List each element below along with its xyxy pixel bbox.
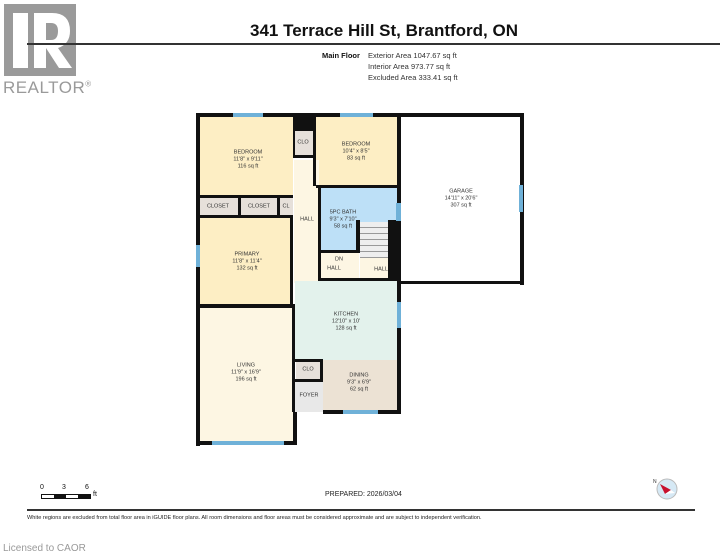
room-closet-2 [241, 198, 277, 215]
label-hall-3: HALL [374, 266, 388, 273]
window [212, 441, 284, 445]
realtor-wordmark: REALTOR® [3, 78, 92, 97]
scale-bar: 0 3 6 ft [40, 484, 110, 504]
label-cl: CL [282, 203, 290, 210]
room-closet-1 [200, 198, 238, 215]
window [233, 113, 263, 117]
window [340, 113, 373, 117]
license-text: Licensed to CAOR [3, 543, 86, 554]
excluded-area: Excluded Area 333.41 sq ft [368, 73, 458, 82]
room-hall-3 [360, 258, 397, 278]
room-bedroom-1 [200, 117, 293, 196]
floor-label: Main Floor [322, 51, 360, 60]
prepared-date: PREPARED: 2026/03/04 [325, 491, 402, 498]
window [519, 185, 523, 212]
label-clo-bottom: CLO [302, 366, 314, 373]
title-divider [27, 43, 720, 45]
label-clo-top: CLO [297, 139, 309, 146]
room-dining [323, 360, 397, 412]
svg-text:N: N [653, 479, 657, 485]
realtor-r-icon [13, 13, 72, 68]
footer-divider [27, 509, 695, 511]
exterior-area: Exterior Area 1047.67 sq ft [368, 51, 457, 60]
page-title: 341 Terrace Hill St, Brantford, ON [250, 21, 518, 40]
label-closet-1: CLOSET [206, 203, 230, 210]
interior-area: Interior Area 973.77 sq ft [368, 62, 451, 71]
compass-icon: N [651, 476, 681, 502]
scale-unit: ft [93, 491, 97, 498]
room-bath-lower [321, 222, 359, 250]
room-living [200, 308, 293, 441]
window [196, 245, 200, 267]
room-primary [200, 218, 293, 304]
room-cl [280, 198, 293, 215]
room-bath [321, 188, 397, 223]
window [396, 203, 401, 221]
scale-tick-3: 3 [62, 484, 66, 491]
room-closet-top [294, 131, 314, 156]
room-closet-bottom [296, 361, 320, 380]
realtor-logo [4, 4, 76, 76]
room-foyer [295, 381, 323, 412]
label-hall-1: HALL [300, 216, 314, 223]
label-foyer: FOYER [299, 392, 319, 399]
room-hall-2 [321, 252, 359, 278]
scale-tick-6: 6 [85, 484, 89, 491]
room-garage [403, 117, 523, 282]
window [397, 302, 401, 328]
label-closet-2: CLOSET [247, 203, 271, 210]
label-dn: DN [335, 256, 343, 263]
scale-tick-0: 0 [40, 484, 44, 491]
room-bedroom-2 [316, 117, 397, 185]
room-kitchen [295, 281, 397, 360]
window [343, 410, 378, 414]
disclaimer-text: White regions are excluded from total fl… [27, 515, 482, 521]
label-hall-2: HALL [327, 265, 341, 272]
